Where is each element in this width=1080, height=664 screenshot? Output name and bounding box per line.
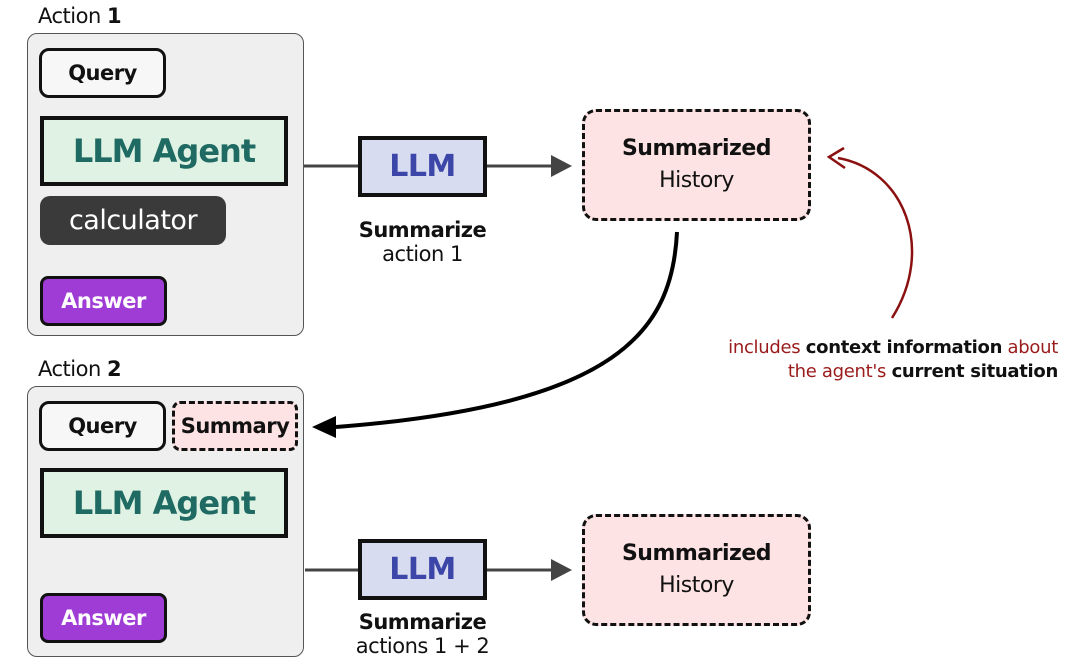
- summarized-history-1: Summarized History: [582, 109, 811, 221]
- action1-query-label: Query: [68, 61, 137, 85]
- summarized-history-2: Summarized History: [582, 514, 811, 626]
- action1-agent-box: LLM Agent: [40, 116, 288, 186]
- note-to-history-curve: [837, 156, 914, 319]
- context-note-line1: includes context information about: [728, 337, 1058, 358]
- llm2-box: LLM: [358, 539, 487, 600]
- action1-query-box: Query: [39, 48, 166, 98]
- action1-answer-label: Answer: [61, 289, 146, 313]
- action1-calculator-box: calculator: [40, 196, 226, 245]
- summarize2-caption-bold: Summarize: [358, 610, 487, 634]
- action1-calculator-label: calculator: [68, 205, 198, 236]
- summarize1-caption-bold: Summarize: [358, 218, 487, 242]
- action1-label-number: 1: [106, 4, 122, 28]
- action2-agent-label: LLM Agent: [72, 484, 256, 522]
- note-to-history-arrowhead: [826, 146, 846, 170]
- history-to-summary-arrowhead: [312, 416, 336, 438]
- llm1-to-history-arrowhead: [551, 155, 572, 177]
- action1-agent-label: LLM Agent: [72, 132, 256, 170]
- action2-label-number: 2: [106, 357, 122, 381]
- summarize1-caption: Summarize action 1: [340, 218, 505, 266]
- action1-label-prefix: Action: [38, 4, 101, 28]
- history-to-summary-curve: [335, 231, 679, 429]
- history2-title: Summarized: [621, 541, 772, 566]
- action1-answer-box: Answer: [40, 276, 167, 326]
- llm1-box: LLM: [358, 136, 487, 197]
- action2-query-box: Query: [39, 401, 166, 451]
- action2-answer-box: Answer: [40, 593, 167, 643]
- summarize2-caption-text: actions 1 + 2: [355, 634, 490, 658]
- action1-label: Action 1: [38, 4, 122, 28]
- context-note: includes context information about the a…: [680, 336, 1058, 384]
- action2-label: Action 2: [38, 357, 122, 381]
- action2-summary-label: Summary: [180, 414, 290, 438]
- action2-query-label: Query: [68, 414, 137, 438]
- llm2-label: LLM: [389, 552, 456, 587]
- history1-title: Summarized: [621, 136, 772, 161]
- llm1-label: LLM: [389, 149, 456, 184]
- action2-summary-box: Summary: [172, 401, 298, 451]
- action2-label-prefix: Action: [38, 357, 101, 381]
- summarize2-caption: Summarize actions 1 + 2: [330, 610, 515, 658]
- history1-subtitle: History: [659, 168, 734, 193]
- action2-agent-box: LLM Agent: [40, 468, 288, 538]
- history2-subtitle: History: [659, 573, 734, 598]
- action2-answer-label: Answer: [61, 606, 146, 630]
- summarize1-caption-text: action 1: [382, 242, 463, 266]
- llm2-to-history-arrowhead: [551, 559, 572, 581]
- context-note-line2: the agent's current situation: [787, 361, 1058, 382]
